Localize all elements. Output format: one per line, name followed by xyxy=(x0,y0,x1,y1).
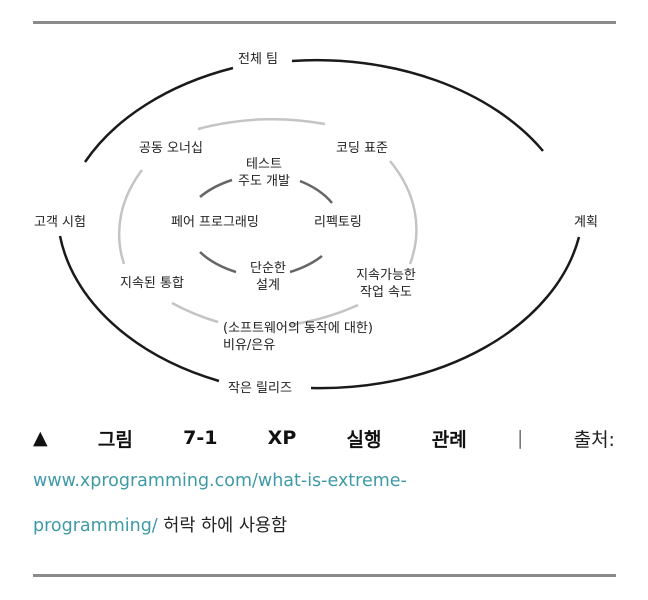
outer-ring-arc-left xyxy=(58,235,220,383)
top-divider xyxy=(33,21,616,24)
middle-label-metaphor: (소프트웨어의 동작에 대한) 비유/은유 xyxy=(223,320,373,354)
outer-label-small-releases: 작은 릴리즈 xyxy=(228,381,292,396)
middle-ring-arc-left xyxy=(117,169,143,265)
inner-label-simple-design: 단순한 설계 xyxy=(238,260,298,294)
inner-ring-arc-top-right xyxy=(299,179,333,204)
middle-ring-arc-bottom xyxy=(288,303,359,327)
caption-word: XP xyxy=(267,427,297,449)
caption-word: 7-1 xyxy=(183,427,218,449)
caption-word: 그림 xyxy=(97,428,133,451)
metaphor-line2: 비유/은유 xyxy=(223,338,276,353)
middle-ring-arc-bottom-left xyxy=(171,301,219,324)
outer-ring-arc-right xyxy=(310,236,581,390)
outer-label-whole-team: 전체 팀 xyxy=(238,52,279,67)
inner-ring-arc-bottom-left xyxy=(199,251,237,274)
simple-design-line2: 설계 xyxy=(256,278,280,293)
middle-ring-arc-right xyxy=(389,160,418,265)
sustainable-pace-line2: 작업 속도 xyxy=(360,285,412,300)
inner-ring-arc-bottom-right xyxy=(289,255,323,274)
metaphor-line1: (소프트웨어의 동작에 대한) xyxy=(223,321,373,336)
source-url-part1: www.xprogramming.com/what-is-extreme- xyxy=(33,471,407,491)
middle-label-collective-ownership: 공동 오너십 xyxy=(139,141,203,156)
middle-label-continuous-integration: 지속된 통합 xyxy=(120,276,184,291)
inner-label-tdd: 테스트 주도 개발 xyxy=(226,156,302,190)
bottom-divider xyxy=(33,574,616,577)
sustainable-pace-line1: 지속가능한 xyxy=(356,268,416,283)
permission-note: 허락 하에 사용함 xyxy=(163,516,288,536)
outer-label-customer-tests: 고객 시험 xyxy=(34,215,86,230)
outer-ring-arc-top xyxy=(291,58,544,152)
middle-ring-arc-top xyxy=(197,117,326,131)
middle-label-sustainable-pace: 지속가능한 작업 속도 xyxy=(344,267,428,301)
caption-word: 실행 xyxy=(346,428,382,451)
tdd-line2: 주도 개발 xyxy=(238,174,290,189)
caption-word: 관례 xyxy=(431,428,467,451)
outer-label-planning: 계획 xyxy=(574,215,598,230)
inner-ring-arc-top-left xyxy=(199,178,233,198)
middle-label-coding-standard: 코딩 표준 xyxy=(336,141,388,156)
simple-design-line1: 단순한 xyxy=(250,261,286,276)
tdd-line1: 테스트 xyxy=(246,157,282,172)
caption-source-label: 출처: xyxy=(573,428,615,451)
inner-label-pair-programming: 페어 프로그래밍 xyxy=(171,215,259,230)
source-url-line2: programming/ 허락 하에 사용함 xyxy=(33,514,287,538)
caption-separator: | xyxy=(516,427,524,449)
outer-ring-arc-top xyxy=(83,66,234,163)
xp-practices-diagram xyxy=(58,58,581,390)
source-url-line1: www.xprogramming.com/what-is-extreme- xyxy=(33,469,407,493)
source-url-part2: programming/ xyxy=(33,516,158,536)
inner-label-refactoring: 리펙토링 xyxy=(314,215,362,230)
figure-caption: ▲ 그림 7-1 XP 실행 관례 | 출처: xyxy=(33,424,615,452)
caption-marker-icon: ▲ xyxy=(33,427,48,449)
